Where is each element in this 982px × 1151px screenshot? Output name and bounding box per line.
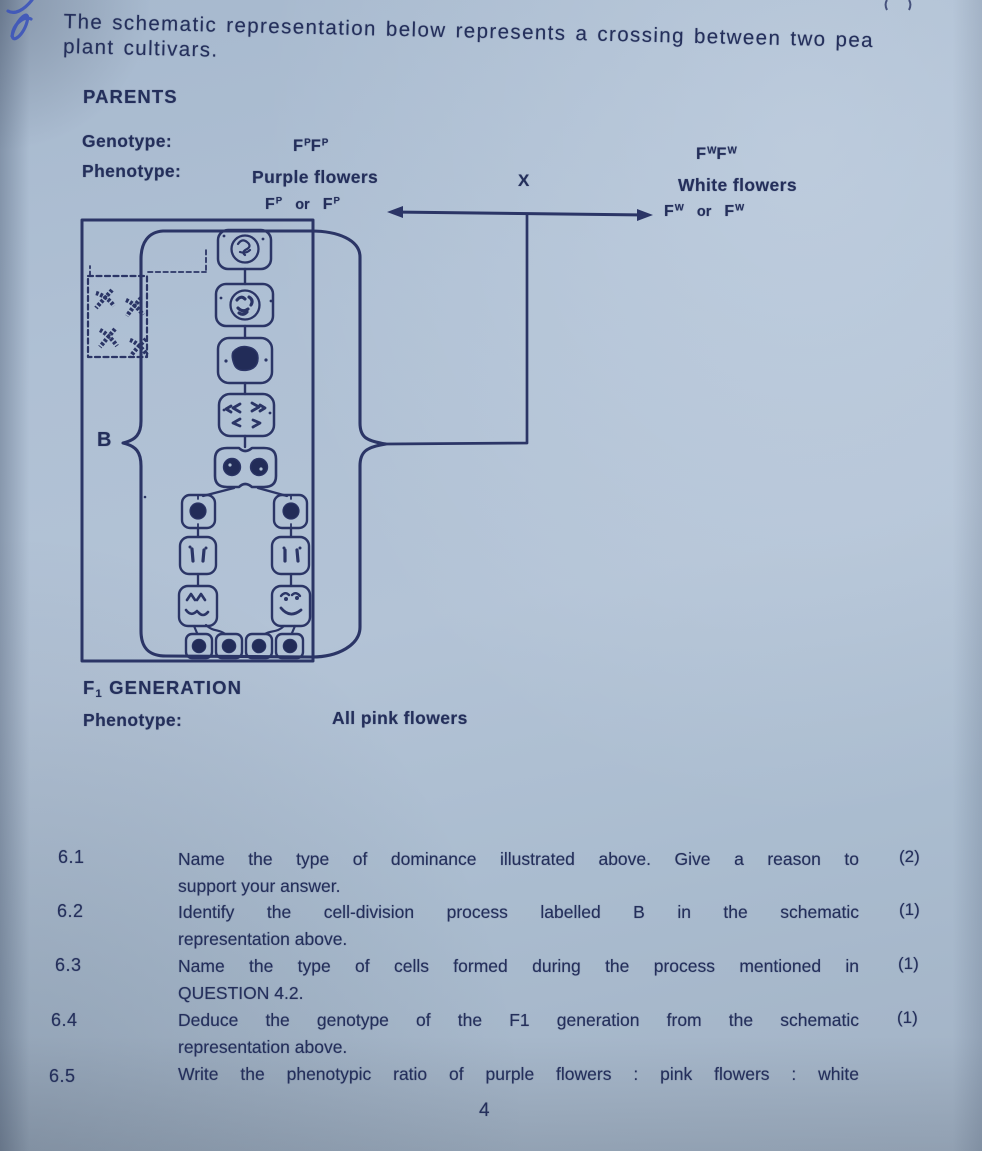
purple-phenotype: Purple flowers	[252, 167, 379, 187]
question-6-3-line1: Name the type of cells formed during the…	[178, 956, 859, 976]
question-6-2-line2: representation above.	[178, 929, 348, 949]
question-6-3-line2: QUESTION 4.2.	[178, 983, 304, 1003]
f1-phenotype-label: Phenotype:	[83, 710, 183, 730]
purple-genotype: FPFP	[293, 137, 329, 155]
dashed-connector	[89, 248, 207, 277]
question-marks-6-1: (2)	[899, 847, 920, 866]
white-phenotype: White flowers	[678, 175, 797, 195]
question-text-6-5: Write the phenotypic ratio of purple flo…	[178, 1061, 859, 1088]
metaphase2-cells	[178, 535, 311, 576]
cross-symbol: X	[518, 171, 530, 190]
question-6-4-line2: representation above.	[178, 1037, 348, 1057]
karyotype-inset	[86, 248, 207, 359]
left-arrowhead	[387, 206, 403, 218]
intro-text: The schematic representation below repre…	[63, 9, 894, 79]
gamete-cells	[184, 632, 305, 660]
genotype-label: Genotype:	[82, 131, 173, 151]
meiosis-schematic-diagram	[80, 206, 653, 663]
cell-interphase	[216, 228, 273, 271]
page-number: 4	[479, 1100, 490, 1121]
cell-prophase	[214, 282, 275, 328]
question-6-2-line1: Identify the cell-division process label…	[178, 902, 859, 922]
cross-arrow-lines	[385, 206, 653, 446]
question-6-5-line1: Write the phenotypic ratio of purple flo…	[178, 1064, 859, 1084]
cell-telophase	[213, 446, 278, 489]
question-number-6-5: 6.5	[49, 1066, 76, 1086]
question-number-6-3: 6.3	[55, 955, 82, 975]
question-text-6-4: Deduce the genotype of the F1 generation…	[178, 1007, 859, 1061]
pen-scribble	[6, 0, 34, 41]
print-specks	[143, 234, 273, 499]
question-marks-6-2: (1)	[899, 900, 920, 919]
question-6-1-line1: Name the type of dominance illustrated a…	[178, 849, 859, 869]
dashed-box	[86, 274, 149, 359]
question-text-6-2: Identify the cell-division process label…	[178, 899, 859, 953]
process-b-label: B	[97, 429, 112, 451]
cell-metaphase	[216, 336, 274, 385]
question-text-6-3: Name the type of cells formed during the…	[178, 953, 859, 1007]
f1-generation-heading: F1 GENERATION	[83, 677, 243, 701]
anaphase2-cells	[177, 584, 312, 628]
question-marks-6-3: (1)	[898, 954, 919, 973]
question-6-1-line2: support your answer.	[178, 876, 341, 896]
chromosome-pairs	[94, 288, 149, 358]
daughter-cells	[180, 493, 309, 530]
brace-panel	[121, 229, 388, 659]
cut-off-bracket-mark	[884, 0, 912, 11]
phenotype-label: Phenotype:	[82, 161, 182, 181]
white-genotype: FWFW	[696, 145, 737, 163]
question-number-6-2: 6.2	[57, 901, 84, 921]
parents-heading: PARENTS	[83, 86, 178, 107]
outer-frame	[80, 218, 315, 663]
question-marks-6-4: (1)	[897, 1008, 918, 1027]
white-gametes: FW or FW	[664, 202, 745, 220]
question-text-6-1: Name the type of dominance illustrated a…	[178, 846, 859, 900]
f1-phenotype-value: All pink flowers	[332, 708, 468, 728]
question-6-4-line1: Deduce the genotype of the F1 generation…	[178, 1010, 859, 1030]
purple-gametes: FP or FP	[265, 195, 340, 213]
question-number-6-1: 6.1	[58, 847, 85, 867]
question-number-6-4: 6.4	[51, 1010, 78, 1030]
cell-anaphase	[217, 392, 276, 438]
right-arrowhead	[637, 209, 653, 221]
cell-sequence	[143, 228, 312, 660]
